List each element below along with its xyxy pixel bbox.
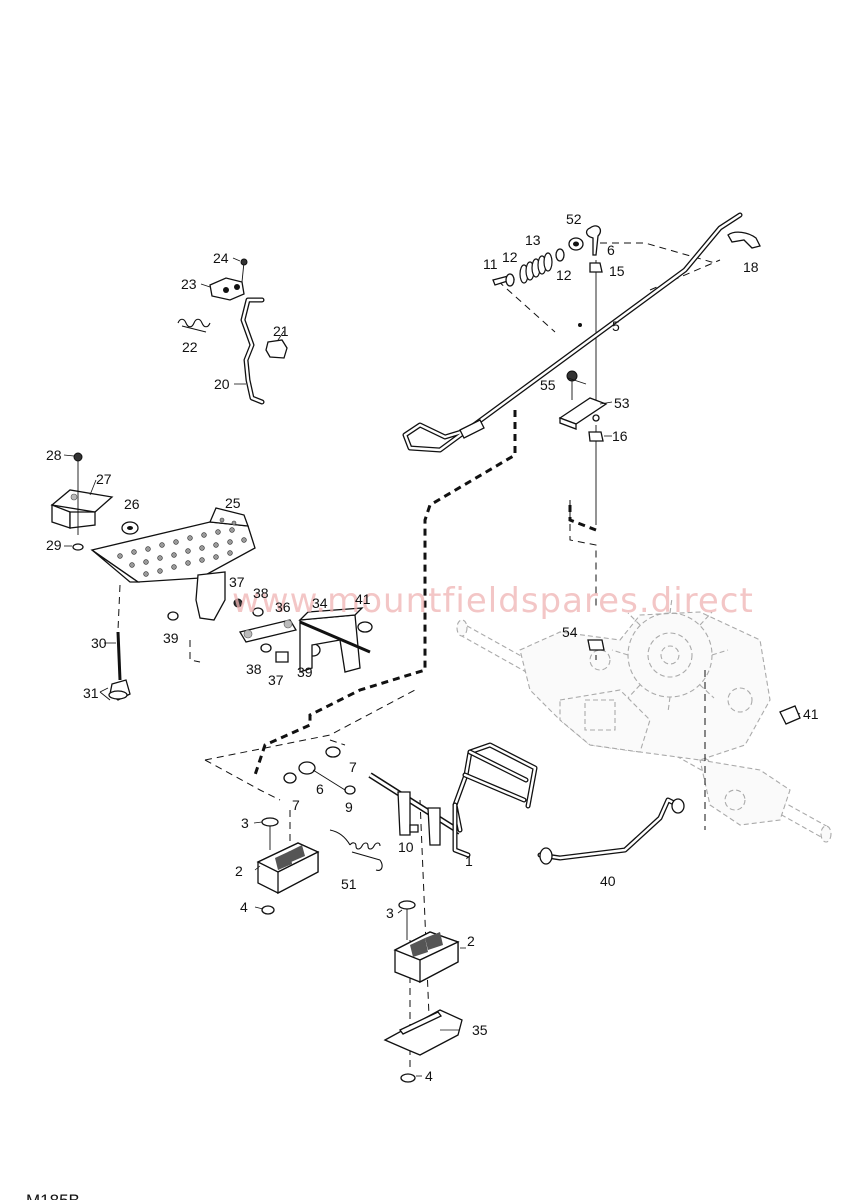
label-4-left: 4 <box>240 899 248 915</box>
label-30: 30 <box>91 635 107 651</box>
label-leaders <box>63 257 801 1077</box>
label-39-right: 39 <box>297 664 313 680</box>
label-2-right: 2 <box>467 933 475 949</box>
label-24: 24 <box>213 250 229 266</box>
part-labels: 24 23 22 21 20 28 27 26 25 29 37 38 36 3… <box>46 211 819 1084</box>
eye-bolt-group <box>283 746 356 795</box>
label-39-left: 39 <box>163 630 179 646</box>
label-11: 11 <box>483 256 498 272</box>
label-38-top: 38 <box>253 585 269 601</box>
assembly-lines <box>117 242 721 1070</box>
label-38-bottom: 38 <box>246 661 262 677</box>
label-1: 1 <box>465 853 473 869</box>
label-41-left: 41 <box>355 591 371 607</box>
rod-30 <box>108 631 131 701</box>
label-55: 55 <box>540 377 556 393</box>
spring-51 <box>329 829 383 871</box>
block-2-right <box>393 900 460 984</box>
leader-31 <box>99 687 111 701</box>
label-52: 52 <box>566 211 582 227</box>
label-28: 28 <box>46 447 62 463</box>
rod-40 <box>537 797 685 865</box>
label-13: 13 <box>525 232 541 248</box>
label-31: 31 <box>83 685 99 701</box>
bracket-53 <box>558 370 608 442</box>
cross-shaft-1 <box>368 772 462 846</box>
label-2-left: 2 <box>235 863 243 879</box>
label-6-bottom: 6 <box>316 781 324 797</box>
label-34: 34 <box>312 595 328 611</box>
pedal-plate-25 <box>90 507 256 621</box>
bracket-27 <box>50 452 139 551</box>
label-7-bottom: 7 <box>292 797 300 813</box>
bracket-34 <box>298 607 373 673</box>
label-22: 22 <box>182 339 198 355</box>
rod-5 <box>402 212 743 453</box>
label-35: 35 <box>472 1022 488 1038</box>
cable-stub <box>568 505 597 532</box>
label-4-right: 4 <box>425 1068 433 1084</box>
label-40: 40 <box>600 873 616 889</box>
label-29: 29 <box>46 537 62 553</box>
label-23: 23 <box>181 276 197 292</box>
label-15: 15 <box>609 263 625 279</box>
label-41-right: 41 <box>803 706 819 722</box>
label-26: 26 <box>124 496 140 512</box>
label-36: 36 <box>275 599 291 615</box>
nut-41-right <box>779 705 801 725</box>
spring-assembly <box>492 225 603 287</box>
watermark: www.mountfieldspares.direct <box>232 581 754 621</box>
label-5: 5 <box>612 318 620 334</box>
link-36 <box>167 598 321 663</box>
label-3-left: 3 <box>241 815 249 831</box>
label-37-bottom: 37 <box>268 672 284 688</box>
label-53: 53 <box>614 395 630 411</box>
label-20: 20 <box>214 376 230 392</box>
clip-18 <box>727 231 761 249</box>
label-12-right: 12 <box>556 267 572 283</box>
label-21: 21 <box>273 323 289 339</box>
pedal-lever-group <box>177 258 288 405</box>
label-6-top: 6 <box>607 242 615 258</box>
label-7-top: 7 <box>349 759 357 775</box>
label-9: 9 <box>345 799 353 815</box>
transmission-ghost <box>456 597 832 843</box>
label-18: 18 <box>743 259 759 275</box>
plate-35 <box>383 1009 463 1083</box>
label-10: 10 <box>398 839 414 855</box>
label-37-top: 37 <box>229 574 245 590</box>
label-51: 51 <box>341 876 357 892</box>
block-2-left <box>256 817 320 915</box>
label-16: 16 <box>612 428 628 444</box>
label-25: 25 <box>225 495 241 511</box>
label-54: 54 <box>562 624 578 640</box>
diagram-code: M185B <box>26 1191 80 1200</box>
nut-54 <box>587 639 605 651</box>
label-27: 27 <box>96 471 112 487</box>
label-3-right: 3 <box>386 905 394 921</box>
label-12-left: 12 <box>502 249 518 265</box>
